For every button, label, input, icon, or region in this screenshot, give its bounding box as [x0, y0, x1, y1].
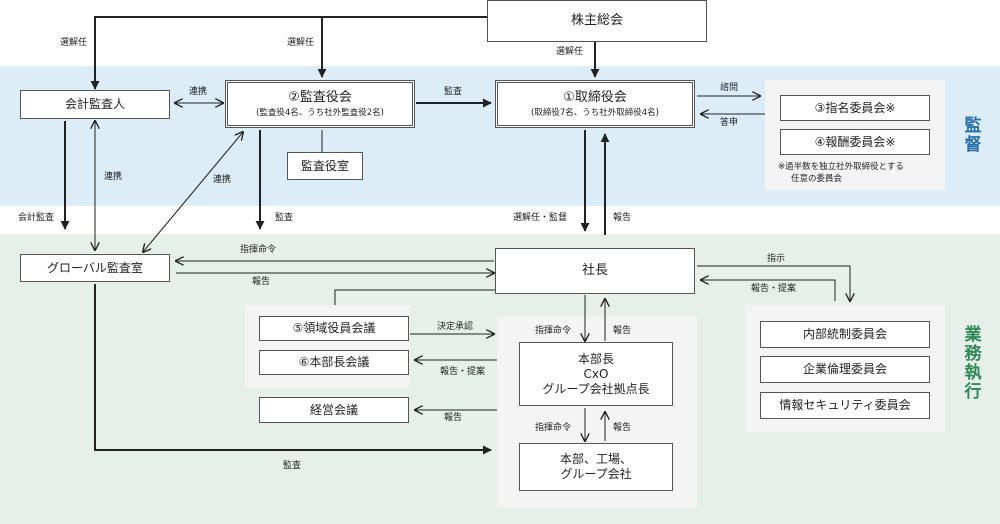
label-elect-supervise: 選解任・監督 — [513, 213, 568, 223]
shareholders-meeting-box: 株主総会 — [487, 0, 707, 42]
infosec-committee-box: 情報セキュリティ委員会 — [760, 392, 930, 419]
domain-officers-label: ⑤領域役員会議 — [292, 321, 376, 335]
audit-board-title: ②監査役会 — [288, 89, 352, 105]
label-report-propose-right: 報告・提案 — [751, 284, 797, 294]
label-audit-top: 監査 — [444, 87, 463, 97]
label-coop-left: 連携 — [104, 172, 123, 182]
label-consult: 諮問 — [720, 83, 739, 93]
label-elect-dismiss-auditor: 選解任 — [60, 38, 88, 48]
committee-note-line2: 任意の委員会 — [791, 174, 843, 185]
label-report-global: 報告 — [252, 277, 271, 287]
label-elect-dismiss-board: 選解任 — [556, 47, 584, 57]
management-meeting-box: 経営会議 — [259, 397, 409, 423]
label-order-1: 指揮命令 — [535, 326, 572, 336]
label-report-1: 報告 — [613, 326, 632, 336]
division-heads-meeting-box: ⑥本部長会議 — [259, 350, 409, 375]
execution-section-title: 業務執行 — [960, 325, 981, 401]
committee-note: ※過半数を独立社外取締役とする 任意の委員会 — [778, 161, 904, 186]
report-propose-right-line — [701, 280, 836, 301]
board-of-directors-box: ①取締役会 (取締役7名、うち社外取締役4名) — [495, 80, 695, 128]
nomination-label: ③指名委員会※ — [814, 100, 896, 115]
division-head-line2: CxO — [583, 366, 609, 381]
instruct-line — [697, 265, 850, 301]
nomination-committee-box: ③指名委員会※ — [780, 95, 930, 121]
label-elect-dismiss-audit-board: 選解任 — [287, 38, 315, 48]
division-head-line1: 本部長 — [577, 351, 614, 366]
compensation-label: ④報酬委員会※ — [814, 134, 896, 149]
divisions-box: 本部、工場、 グループ会社 — [519, 443, 673, 491]
internal-control-committee-box: 内部統制委員会 — [760, 321, 930, 348]
shareholders-label: 株主総会 — [570, 12, 623, 28]
label-audit-bottom: 監査 — [283, 461, 302, 471]
shareholders-to-auditor-line — [90, 16, 487, 90]
label-report-back: 答申 — [720, 118, 739, 128]
label-report-up: 報告 — [613, 213, 632, 223]
infosec-label: 情報セキュリティ委員会 — [779, 398, 911, 412]
label-report-mgmt: 報告 — [444, 413, 463, 423]
committee-note-line1: ※過半数を独立社外取締役とする — [778, 162, 904, 172]
audit-board-subtitle: (監査役4名、うち社外監査役2名) — [256, 107, 384, 118]
internal-control-label: 内部統制委員会 — [802, 327, 887, 341]
president-to-meetings-line — [334, 289, 495, 305]
accounting-auditor-label: 会計監査人 — [64, 97, 125, 111]
accounting-auditor-box: 会計監査人 — [20, 90, 170, 119]
label-coop-top: 連携 — [189, 87, 208, 97]
global-audit-box: グローバル監査室 — [20, 254, 170, 282]
audit-office-label: 監査役室 — [300, 158, 349, 173]
label-report-propose-left: 報告・提案 — [440, 367, 486, 377]
audit-office-box: 監査役室 — [287, 152, 363, 180]
supervision-section-title: 監督 — [960, 116, 981, 154]
ethics-label: 企業倫理委員会 — [802, 362, 887, 376]
label-instruction-order: 指揮命令 — [240, 245, 277, 255]
coop-diag-line — [143, 132, 243, 252]
audit-board-box: ②監査役会 (監査役4名、うち社外監査役2名) — [225, 80, 415, 128]
compensation-committee-box: ④報酬委員会※ — [780, 129, 930, 155]
label-instruct: 指示 — [767, 254, 786, 264]
ethics-committee-box: 企業倫理委員会 — [760, 356, 930, 383]
label-coop-diag: 連携 — [213, 175, 232, 185]
division-heads-box: 本部長 CxO グループ会社拠点長 — [519, 342, 673, 406]
label-order-2: 指揮命令 — [535, 423, 572, 433]
domain-officers-meeting-box: ⑤領域役員会議 — [259, 316, 409, 341]
label-decision-approval: 決定承認 — [437, 322, 474, 332]
president-box: 社長 — [495, 248, 695, 294]
divisions-line2: グループ会社 — [560, 467, 632, 481]
president-label: 社長 — [581, 262, 608, 278]
division-heads-meeting-label: ⑥本部長会議 — [298, 355, 370, 369]
audit-bottom-line — [94, 284, 492, 455]
divisions-line1: 本部、工場、 — [559, 452, 632, 466]
board-subtitle: (取締役7名、うち社外取締役4名) — [531, 107, 659, 118]
label-accounting-audit: 会計監査 — [18, 213, 55, 223]
label-audit-mid: 監査 — [275, 213, 294, 223]
management-meeting-label: 経営会議 — [309, 402, 358, 417]
label-report-2: 報告 — [613, 423, 632, 433]
board-title: ①取締役会 — [563, 89, 627, 105]
division-head-line3: グループ会社拠点長 — [542, 381, 650, 396]
global-audit-label: グローバル監査室 — [47, 260, 143, 275]
